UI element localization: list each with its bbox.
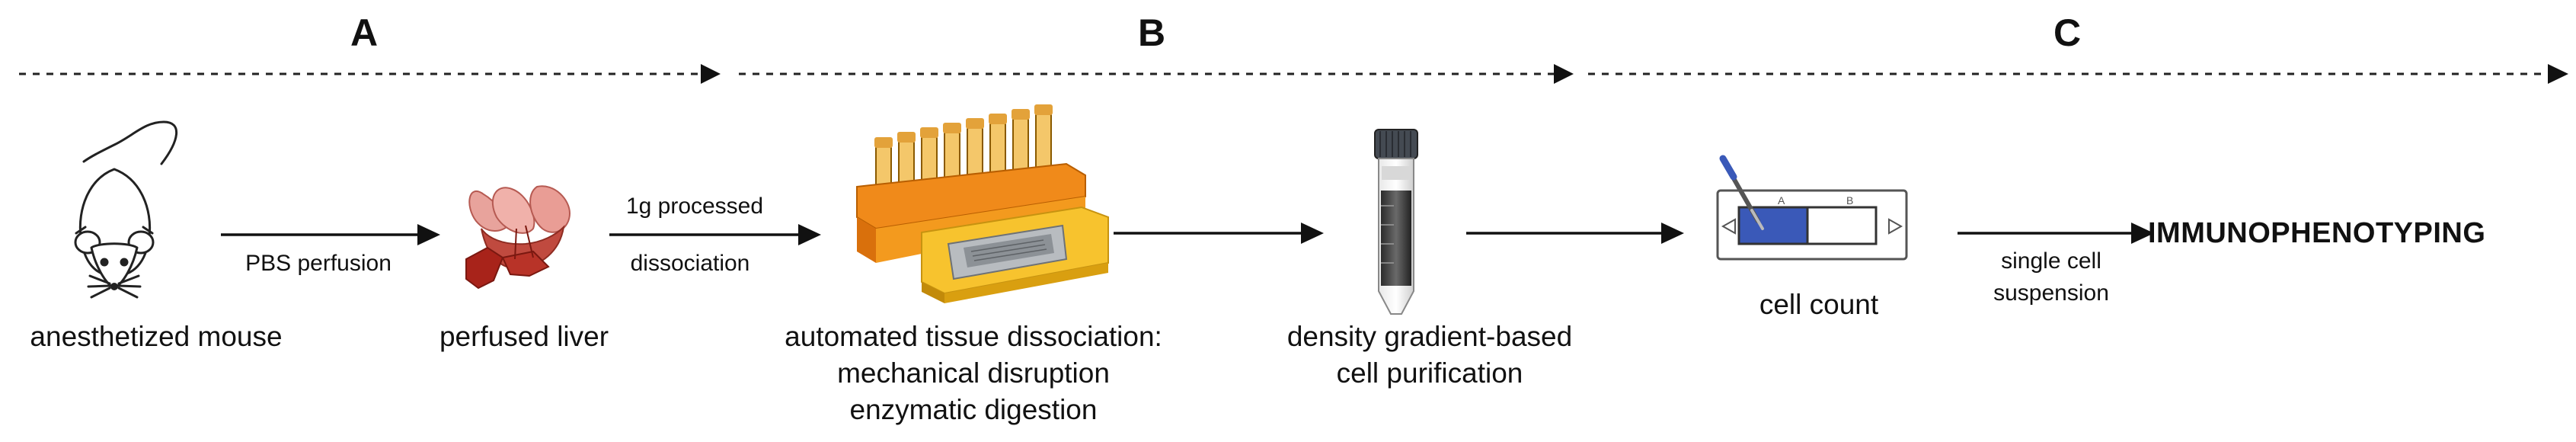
label-immunophenotyping: IMMUNOPHENOTYPING	[2148, 217, 2486, 249]
arrow-liver-to-dissociator	[609, 224, 821, 245]
phase-label-b: B	[1137, 11, 1166, 54]
svg-text:A: A	[1778, 194, 1785, 207]
phase-label-c: C	[2053, 11, 2082, 54]
mouse-icon	[74, 120, 177, 299]
phase-b-dashed-arrow	[739, 64, 1574, 84]
centrifuge-tube-icon	[1374, 129, 1418, 315]
label-line: cell purification	[1336, 357, 1523, 389]
arrow-dissociator-to-tube	[1114, 223, 1324, 244]
label-line: single cell	[2001, 248, 2101, 274]
cell-counter-slide-icon: A B	[1716, 155, 1908, 261]
arrow-mouse-to-liver	[221, 224, 440, 245]
label-line: automated tissue dissociation:	[785, 321, 1162, 352]
label-automated-dissociation: automated tissue dissociation: mechanica…	[785, 319, 1162, 428]
label-line: suspension	[1993, 280, 2109, 306]
svg-text:B: B	[1846, 194, 1853, 207]
arrow-tube-to-counter	[1466, 223, 1684, 244]
arrow-label-pbs-perfusion: PBS perfusion	[245, 251, 392, 276]
label-line: density gradient-based	[1286, 321, 1573, 352]
tissue-dissociator-icon	[856, 104, 1109, 303]
phase-label-a: A	[350, 11, 379, 54]
label-perfused-liver: perfused liver	[439, 321, 609, 352]
label-density-gradient: density gradient-based cell purification	[1287, 319, 1572, 392]
label-line: enzymatic digestion	[849, 394, 1098, 425]
liver-icon	[465, 185, 571, 290]
phase-a-dashed-arrow	[19, 64, 721, 84]
phase-c-dashed-arrow	[1588, 64, 2568, 84]
arrow-label-1g-processed: 1g processed	[625, 194, 764, 219]
label-cell-count: cell count	[1759, 289, 1879, 320]
label-anesthetized-mouse: anesthetized mouse	[30, 321, 283, 352]
label-line: mechanical disruption	[837, 357, 1110, 389]
arrow-label-dissociation: dissociation	[630, 251, 750, 276]
arrow-label-single-cell-suspension: single cell suspension	[1993, 245, 2109, 309]
arrow-counter-to-immunophenotyping	[1958, 223, 2154, 244]
